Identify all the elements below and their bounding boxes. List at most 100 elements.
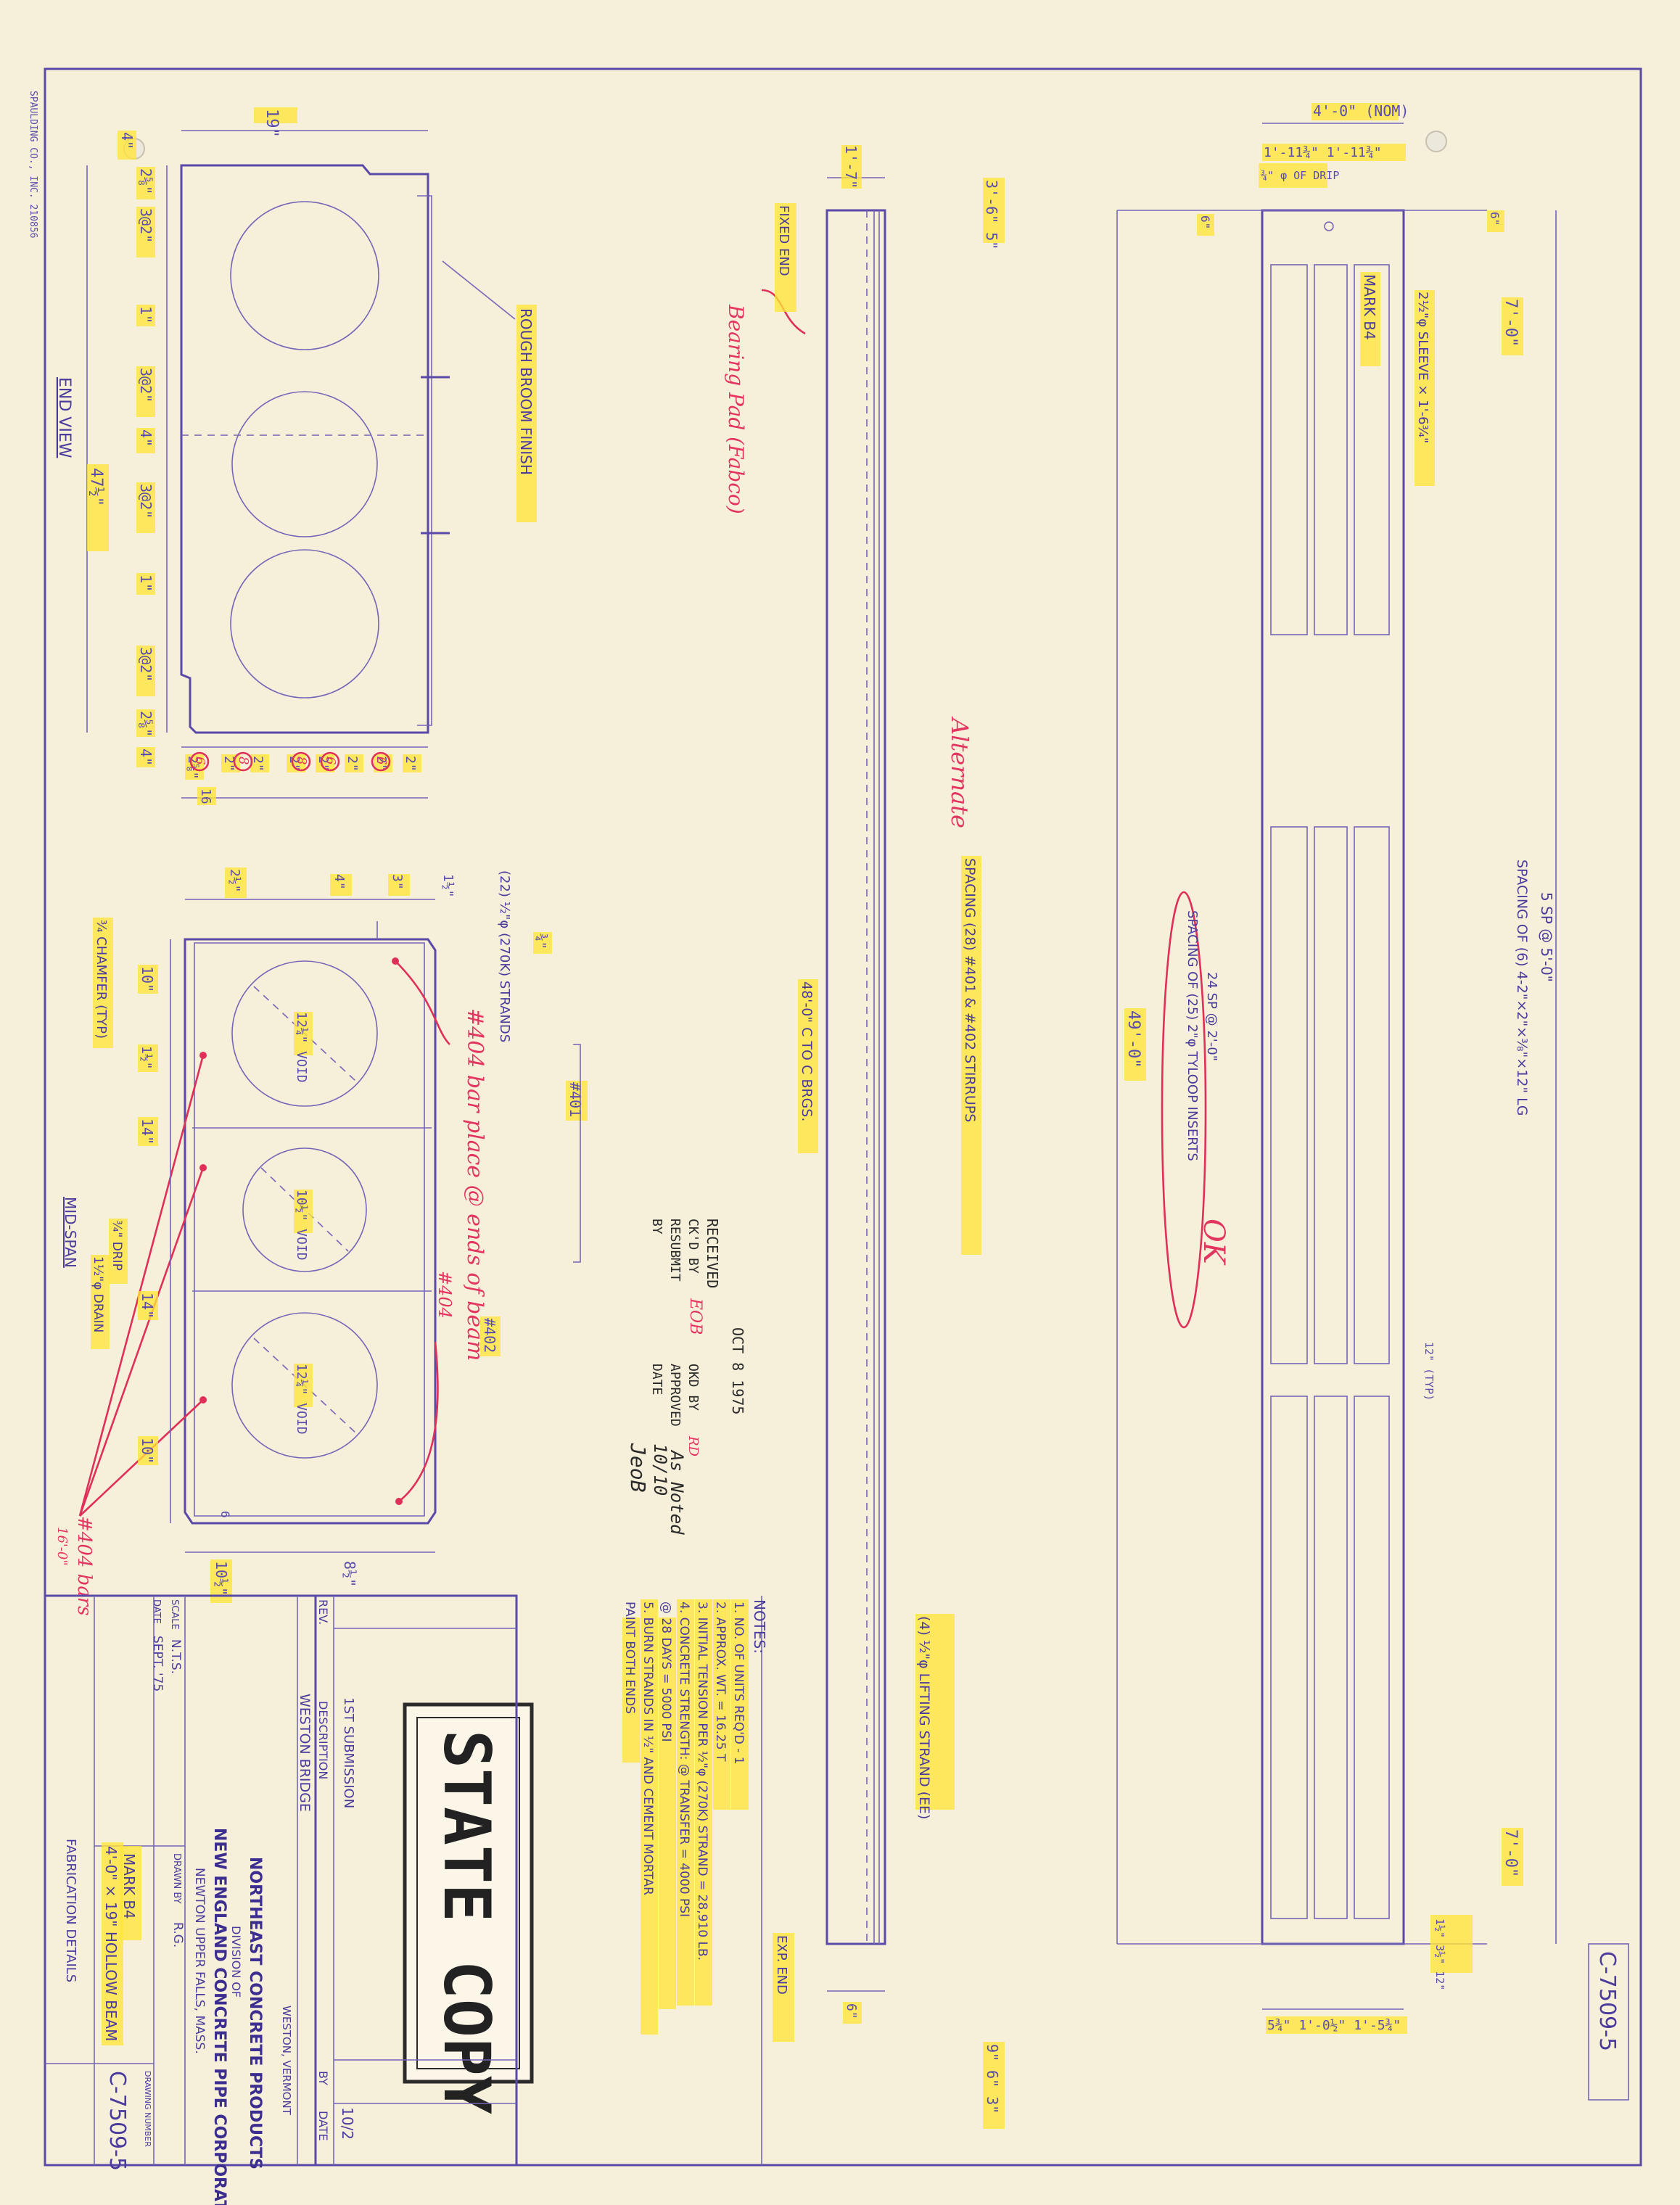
note-line: PAINT BOTH ENDS [622, 1602, 637, 1714]
plan-view: 4'-0" (NOM) 1'-11¾" 1'-11¾" ¾" φ OF DRIP… [1116, 102, 1557, 2034]
stirrups-label: SPACING (28) #401 & #402 STIRRUPS [962, 858, 978, 1122]
plan-void [1314, 264, 1348, 635]
end-bottom-dim: 2" [221, 756, 236, 772]
note-line: @ 28 DAYS = 5000 PSI [659, 1602, 673, 1742]
plan-void [1354, 826, 1390, 1364]
side-top-dim: 1'-7" [842, 145, 860, 189]
end-void-2 [231, 391, 378, 537]
hl [1259, 163, 1327, 188]
hl [1430, 1915, 1473, 1973]
bar-place-note: #404 bar place @ ends of beam [462, 1008, 487, 1361]
end-dim: 4" [118, 132, 136, 149]
hl [254, 107, 297, 123]
hl [345, 754, 363, 772]
hl [1487, 210, 1504, 232]
side-view: 1'-7" FIXED END 3'-6" 5" 48'-0" C TO C B… [773, 145, 1005, 2129]
drawing-number-top: C-7509-5 [1594, 1951, 1620, 2051]
end-view: 19" 4" 2⅝" 3@2" 1" 3@2" 4" 3@2" 1" 3@2" … [55, 107, 537, 805]
note-line: 5. BURN STRANDS IN ½" AND CEMENT MORTAR [641, 1602, 655, 1895]
hl [1312, 103, 1399, 120]
hl [294, 1012, 313, 1055]
hl [659, 1617, 676, 2009]
red-leader [398, 1341, 439, 1503]
hl [1360, 272, 1380, 366]
project-name: WESTON BRIDGE [297, 1694, 313, 1812]
end-dim: 3@2" [137, 647, 155, 682]
exp-end: EXP. END [774, 1935, 789, 1995]
stamp-ckd-val: EOB [686, 1298, 704, 1335]
title-block: REV. DESCRIPTION BY DATE 1ST SUBMISSION … [44, 1594, 518, 2205]
mid-dim: 4" [332, 874, 347, 890]
end-dim: 2⅝" [137, 168, 155, 194]
hl [136, 482, 155, 533]
bar-401: #401 [567, 1082, 584, 1117]
bearing-span: 48'-0" C TO C BRGS. [799, 981, 815, 1121]
plan-typ12: 12" (TYP) [1422, 1342, 1436, 1401]
hl [87, 464, 109, 551]
end-dim: 1" [137, 306, 155, 323]
plan-drip: ¾" φ OF DRIP [1261, 169, 1339, 182]
hl [388, 874, 410, 896]
by-header: BY [316, 2071, 330, 2085]
stamp-sig: JeoB [626, 1443, 650, 1492]
plan-spacing-of: SPACING OF (6) 4-2"×2"×⅜"×12" LG [1514, 860, 1530, 1116]
drawing-number-box [1588, 1943, 1629, 2101]
hl [136, 305, 155, 326]
hl [136, 366, 155, 417]
hl [102, 1842, 123, 2045]
mid-dim: 14" [139, 1118, 156, 1145]
company-parent: NEW ENGLAND CONCRETE PIPE CORPORATION [210, 1828, 228, 2205]
bars-length: 16'-0" [54, 1527, 70, 1566]
company-name: NORTHEAST CONCRETE PRODUCTS [246, 1857, 264, 2169]
state-copy-inner [416, 1717, 520, 2069]
stamp-date-val: 10/10 [650, 1443, 670, 1496]
hl [403, 754, 421, 772]
side-bottom-end: 6" [844, 2003, 859, 2019]
stamp-ckd: CK'D BY [685, 1219, 701, 1274]
title-block-frame [44, 1594, 518, 2167]
mid-dim: 1½" [139, 1046, 154, 1070]
mid-span-section: 12¼" VOID 10½" VOID 12¼" VOID 2½" 4" 3" … [62, 867, 588, 1603]
end-dim: 3@2" [137, 208, 155, 243]
stamp-okd: OKD BY [685, 1364, 701, 1411]
plan-bottom-dims: 5¾" 1'-0½" 1'-5¾" [1267, 2018, 1401, 2033]
plan-void [1354, 264, 1390, 635]
hl [138, 1117, 158, 1146]
hl [1415, 290, 1435, 486]
strand-mark: 6 [374, 757, 389, 764]
hl [775, 203, 796, 312]
strand-mark: 8 [294, 757, 309, 764]
hl [1502, 297, 1523, 355]
hl [138, 1291, 158, 1320]
plan-sleeve: 2½"φ SLEEVE × 1'-6¾" [1415, 292, 1430, 443]
hl [138, 1436, 158, 1465]
plan-view-outline [1261, 209, 1405, 1945]
strand-circle [291, 751, 311, 772]
red-leader [78, 1055, 205, 1517]
scale-value: N.T.S. [168, 1639, 183, 1674]
company-address: NEWTON UPPER FALLS, MASS. [192, 1868, 207, 2054]
stamp-date-label: DATE [649, 1364, 664, 1395]
hl [138, 1044, 158, 1072]
drawn-label: DRAWN BY [171, 1853, 182, 1904]
hl [294, 1190, 313, 1233]
strand-mark: 6 [192, 757, 207, 764]
mid-dim: 2½" [227, 869, 242, 893]
plan-six-a: 6" [1198, 215, 1212, 229]
void-a: 12¼" VOID [294, 1012, 309, 1083]
strand-circle [320, 751, 340, 772]
mid-void-3 [231, 1312, 378, 1459]
plan-six-b: 6" [1488, 212, 1502, 226]
stamp-resubmit: RESUBMIT [667, 1219, 683, 1282]
note-line: 3. INITIAL TENSION PER ½"φ (270K) STRAND… [695, 1602, 709, 1961]
hl [1124, 1008, 1146, 1081]
state-copy-stamp: STATE COPY [403, 1702, 534, 2114]
fabrication-details: FABRICATION DETAILS [63, 1839, 78, 1982]
hl [1502, 1828, 1523, 1886]
drip-note: ¾" DRIP [110, 1220, 124, 1271]
plan-mark: MARK B4 [1361, 274, 1378, 340]
plan-void [1270, 1396, 1308, 1919]
end-view-key [417, 195, 432, 726]
end-bottom-note: 16 [198, 788, 213, 804]
